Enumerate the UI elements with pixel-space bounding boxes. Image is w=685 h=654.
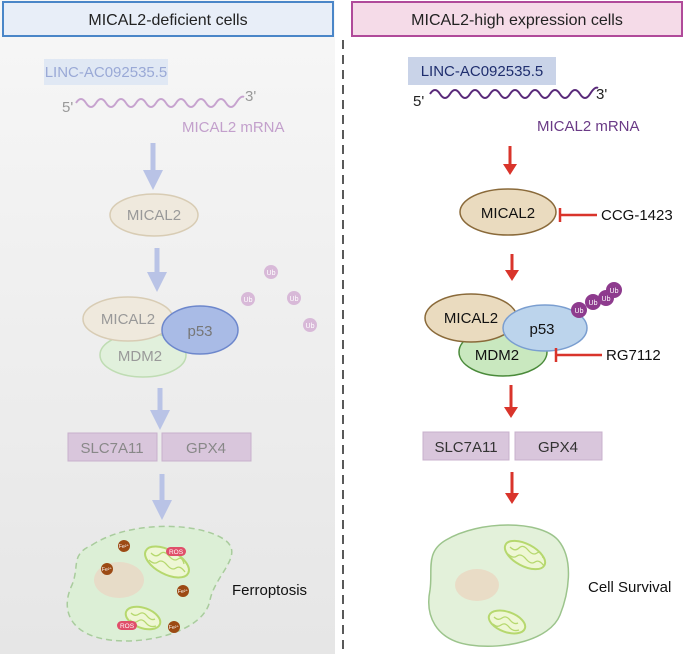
right-mical2-node [459,188,557,236]
right-inhibitor-2 [554,348,602,362]
right-three-prime: 3' [596,86,607,103]
right-slc7a11-box [422,431,510,461]
left-panel-header: MICAL2-deficient cells [88,12,247,29]
left-outcome-label: Ferroptosis [232,582,307,599]
left-mrna-strand [75,95,245,108]
svg-text:Ub: Ub [610,288,619,295]
left-ros-1 [166,547,186,556]
svg-text:Ub: Ub [575,308,584,315]
right-p53-label: p53 [529,321,554,338]
right-panel-header: MICAL2-high expression cells [411,12,623,29]
left-p53-label: p53 [187,323,212,340]
right-five-prime: 5' [413,93,424,110]
left-ub-group: Ub Ub Ub Ub [241,265,317,332]
svg-text:Fe²⁺: Fe²⁺ [178,589,189,595]
right-lnc-label: LINC-AC092535.5 [421,63,544,80]
right-ub-1 [571,302,587,318]
right-mrna-label: MICAL2 mRNA [537,118,640,135]
left-mrna-label: MICAL2 mRNA [182,119,285,136]
left-mical2-node [109,193,199,237]
left-slc7a11-label: SLC7A11 [80,440,143,457]
left-complex-mical2-label: MICAL2 [101,311,155,328]
right-panel-header-box [351,1,683,37]
right-panel: MICAL2-high expression cells LINC-AC0925… [351,1,683,647]
left-ub-4 [303,318,317,332]
svg-text:Ub: Ub [589,300,598,307]
left-ub-2 [241,292,255,306]
right-arrow-2 [505,254,519,281]
right-lnc-box [408,57,556,85]
right-inhibitor-1 [558,208,597,222]
right-gpx4-label: GPX4 [538,439,578,456]
svg-text:Ub: Ub [306,323,315,330]
right-ub-4 [606,282,622,298]
right-gpx4-box [514,431,603,461]
right-outcome-label: Cell Survival [588,579,671,596]
left-fe-3 [177,585,189,597]
right-arrow-1 [503,146,517,175]
left-panel-header-box [2,1,334,37]
svg-text:Fe²⁺: Fe²⁺ [119,544,130,550]
right-arrow-3 [504,385,518,418]
svg-text:Ub: Ub [244,297,253,304]
left-fe-2 [101,563,113,575]
right-inhibitor-1-label: CCG-1423 [601,207,673,224]
left-fe-4 [168,621,180,633]
right-mrna-strand [429,86,599,99]
left-ros-2 [117,621,137,630]
svg-text:Fe²⁺: Fe²⁺ [169,625,180,631]
left-fe-group: Fe²⁺ Fe²⁺ Fe²⁺ Fe²⁺ [101,540,189,633]
svg-text:ROS: ROS [120,623,135,630]
right-ub-2 [585,294,601,310]
left-gpx4-label: GPX4 [186,440,226,457]
svg-text:Ub: Ub [602,296,611,303]
left-three-prime: 3' [245,88,256,105]
left-five-prime: 5' [62,99,73,116]
svg-text:Ub: Ub [290,296,299,303]
left-panel: MICAL2-deficient cells LINC-AC092535.5 5… [2,1,334,642]
right-arrow-4 [505,472,519,504]
left-slc7a11-box [67,432,158,462]
right-slc7a11-label: SLC7A11 [434,439,497,456]
right-mdm2-label: MDM2 [475,347,519,364]
right-nucleus [455,569,499,601]
left-ub-1 [264,265,278,279]
right-p53-node [502,304,588,352]
right-mical2-label: MICAL2 [481,205,535,222]
right-complex-mical2-label: MICAL2 [444,310,498,327]
svg-text:Ub: Ub [267,270,276,277]
right-ub-chain: Ub Ub Ub Ub [571,282,622,318]
left-lnc-label: LINC-AC092535.5 [45,64,168,81]
svg-text:ROS: ROS [169,549,184,556]
left-fe-1 [118,540,130,552]
right-mitochondrion-1 [503,539,547,571]
left-cell [66,525,233,642]
left-ub-3 [287,291,301,305]
right-mitochondrion-2 [487,609,527,635]
left-mdm2-label: MDM2 [118,348,162,365]
svg-text:Fe²⁺: Fe²⁺ [102,567,113,573]
right-inhibitor-2-label: RG7112 [606,347,661,364]
left-mical2-label: MICAL2 [127,207,181,224]
left-p53-node [161,305,239,355]
left-lnc-box [44,59,168,85]
left-gpx4-box [161,432,252,462]
